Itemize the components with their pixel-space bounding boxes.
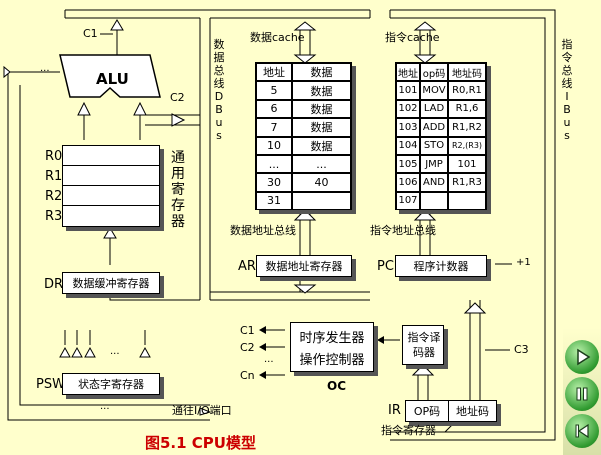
inst-cache-cell: R2,(R3)	[448, 136, 486, 155]
inst-cache-cell	[420, 191, 448, 211]
register-r0: R0	[45, 149, 63, 164]
ir-addr-field: 地址码	[456, 405, 489, 418]
pc-label: PC	[377, 259, 394, 274]
ar-name: 数据地址寄存器	[265, 260, 343, 273]
inst-cache-cell: 101	[448, 155, 486, 174]
data-cache-cell: 数据	[292, 118, 351, 137]
inst-cache-cell	[448, 191, 486, 211]
inst-cache-header: op码	[420, 63, 448, 82]
dr-label: DR	[44, 277, 64, 292]
psw-dots-bottom: ...	[100, 401, 110, 412]
data-cache-header: 数据	[292, 63, 351, 82]
ir-op-field: OP码	[406, 401, 449, 421]
data-cache-cell: ...	[292, 155, 351, 174]
inst-cache-cell: 101	[396, 81, 420, 100]
ir-name: 指令寄存器	[381, 424, 436, 437]
inst-cache-cell: STO	[420, 136, 448, 155]
inst-cache-header: 地址	[396, 63, 420, 82]
pause-icon[interactable]	[565, 377, 599, 411]
inst-addr-bus-label: 指令地址总线	[370, 224, 436, 237]
psw-label: PSW	[36, 377, 65, 392]
status-register: 状态字寄存器	[62, 373, 160, 395]
psw-name: 状态字寄存器	[78, 378, 144, 391]
inst-cache-cell: AND	[420, 173, 448, 192]
inst-cache-cell: 106	[396, 173, 420, 192]
previous-icon[interactable]	[565, 414, 599, 448]
inst-cache-cell: R1,R2	[448, 118, 486, 137]
register-r3: R3	[45, 209, 63, 224]
data-cache-cell	[292, 191, 351, 211]
general-register-file	[62, 145, 160, 227]
figure-caption: 图5.1 CPU模型	[145, 434, 256, 452]
data-cache-title: 数据cache	[250, 31, 305, 44]
program-counter: 程序计数器	[395, 255, 487, 277]
inst-cache-cell: 107	[396, 191, 420, 211]
inst-cache-cell: R1,6	[448, 99, 486, 119]
data-cache-cell: 数据	[292, 99, 351, 119]
alu-shape	[59, 54, 161, 98]
decoder-name: 指令译码器	[407, 331, 441, 359]
signal-c2: C2	[240, 341, 255, 354]
data-buffer-register: 数据缓冲寄存器	[62, 272, 160, 294]
data-cache-cell: 31	[256, 191, 292, 211]
data-cache-header: 地址	[256, 63, 292, 82]
data-cache-cell: 数据	[292, 81, 351, 100]
instruction-register: OP码 地址码	[405, 400, 497, 422]
play-icon[interactable]	[565, 340, 599, 374]
ar-label: AR	[238, 259, 256, 274]
inst-cache-cell: R1,R3	[448, 173, 486, 192]
data-addr-bus-label: 数据地址总线	[230, 224, 296, 237]
operation-controller: 时序发生器 操作控制器	[290, 322, 374, 372]
register-r2: R2	[45, 189, 63, 204]
inst-cache-cell: 105	[396, 155, 420, 174]
inst-cache-cell: R0,R1	[448, 81, 486, 100]
op-controller: 操作控制器	[299, 353, 365, 368]
inst-cache-title: 指令cache	[385, 31, 440, 44]
psw-dots-top: ...	[110, 346, 120, 357]
data-cache-cell: 数据	[292, 136, 351, 155]
timing-generator: 时序发生器	[299, 331, 365, 346]
inst-cache-header: 地址码	[448, 63, 486, 82]
data-cache-cell: 6	[256, 99, 292, 119]
inst-cache-cell: ADD	[420, 118, 448, 137]
signal-cn: Cn	[240, 369, 255, 382]
data-cache-cell: 10	[256, 136, 292, 155]
data-cache-cell: ...	[256, 155, 292, 174]
register-r1: R1	[45, 169, 63, 184]
inst-cache-cell: 103	[396, 118, 420, 137]
dr-name: 数据缓冲寄存器	[72, 277, 150, 290]
pc-name: 程序计数器	[413, 260, 469, 273]
inst-cache-cell: MOV	[420, 81, 448, 100]
inst-cache-cell: 102	[396, 99, 420, 119]
data-address-register: 数据地址寄存器	[256, 255, 352, 277]
data-cache-cell: 40	[292, 173, 351, 192]
c3-label: C3	[514, 343, 529, 356]
alu-feedback-dots: ...	[40, 63, 50, 74]
signal-c1: C1	[240, 324, 255, 337]
alu-label: ALU	[96, 70, 129, 88]
inst-cache-cell: 104	[396, 136, 420, 155]
io-port-label: 通往I/O端口	[172, 404, 232, 417]
data-cache-cell: 30	[256, 173, 292, 192]
ir-label: IR	[388, 403, 401, 418]
data-cache-cell: 5	[256, 81, 292, 100]
oc-label: OC	[327, 379, 347, 393]
alu-c1-label: C1	[83, 27, 98, 40]
inst-cache-cell: JMP	[420, 155, 448, 174]
inst-cache-cell: LAD	[420, 99, 448, 119]
general-register-title: 通 用 寄 存 器	[171, 150, 185, 230]
alu-c2-label: C2	[170, 91, 185, 104]
signal-dots: ...	[264, 354, 274, 365]
data-cache-cell: 7	[256, 118, 292, 137]
pc-increment: +1	[516, 257, 531, 268]
instruction-decoder: 指令译码器	[402, 325, 444, 365]
